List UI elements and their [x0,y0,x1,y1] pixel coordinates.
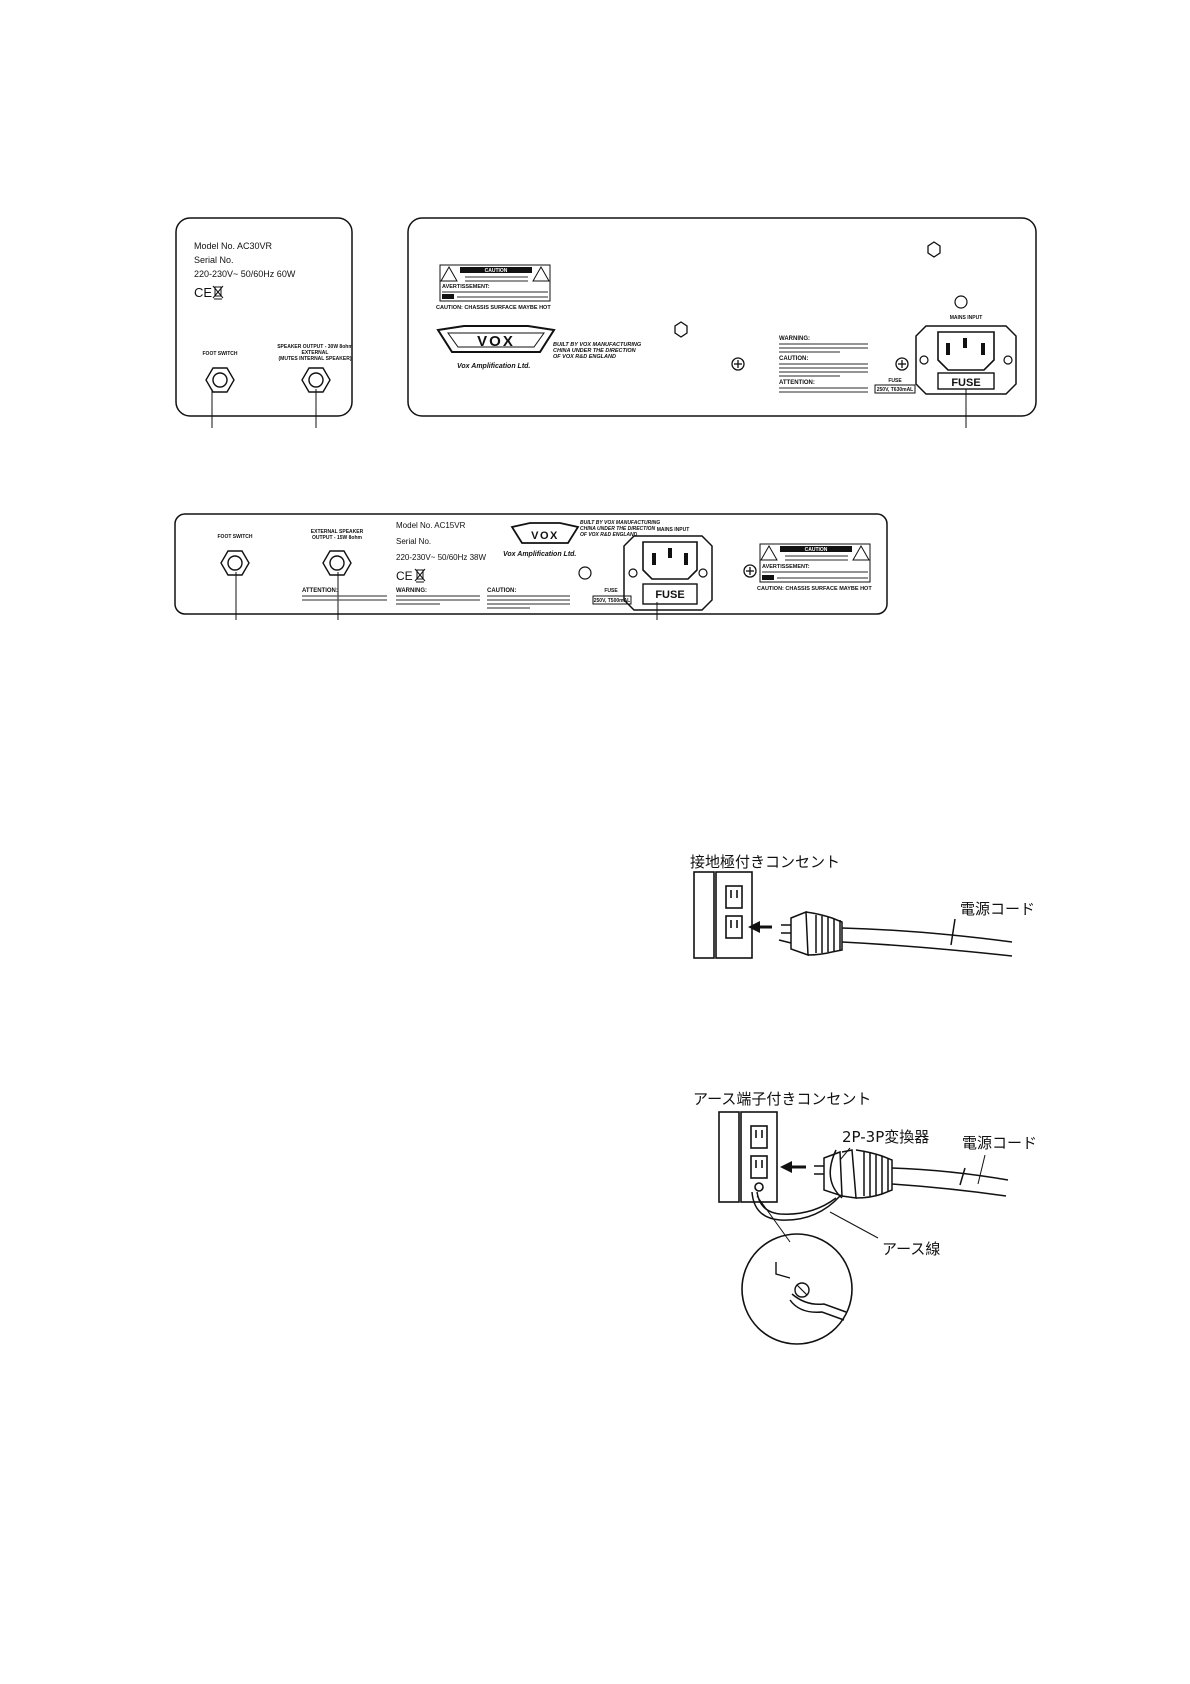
ac15-mains-input-label: MAINS INPUT [657,527,690,533]
ac30-rating-label: 220-230V~ 50/60Hz 60W [194,269,296,279]
ac15-rear-panel: FOOT SWITCH EXTERNAL SPEAKER OUTPUT - 15… [174,513,888,620]
ac15-rating-label: 220-230V~ 50/60Hz 38W [396,553,487,562]
iec-power-inlet: FUSE [915,325,1017,395]
ac15-fuse-drawer-label: FUSE [655,589,684,601]
indicator-hole [578,566,592,580]
three-prong-plug-icon [778,910,843,957]
zoom-leader-line [756,1195,791,1243]
caution-title: CAUTION [485,268,508,274]
hex-bolt-icon [927,241,941,258]
ac30-rear-panel: CAUTION AVERTISSEMENT: CAUTION: CHASSIS … [407,217,1037,428]
fuse-drawer-label: FUSE [951,377,980,389]
caution-label-box: CAUTION AVERTISSEMENT: [439,264,551,302]
grounded-outlet-title: 接地極付きコンセント [690,853,840,871]
ac30-ce-mark: CE [194,285,212,300]
callout-line [977,1154,986,1185]
power-cord-line [841,918,1013,957]
weee-bin-icon [414,568,426,583]
ac30-speaker-output-label-3: (MUTES INTERNAL SPEAKER) [279,356,352,362]
ac30-speaker-output-jack [301,367,331,393]
built-by-line-3: OF VOX R&D ENGLAND [553,354,616,360]
ac15-ext-speaker-label-1: EXTERNAL SPEAKER [311,529,364,535]
vox-logo: VOX [436,325,556,353]
ac15-ext-speaker-jack [322,550,352,576]
adapter-label: 2P-3P変換器 [842,1128,929,1146]
built-by-line-1: BUILT BY VOX MANUFACTURING [553,342,642,348]
power-cord-line [891,1167,1009,1197]
ac15-foot-switch-jack [220,550,250,576]
fuse-rating-box [592,595,632,605]
warning-title: WARNING: [779,336,810,342]
earth-outlet-illustration: アース端子付きコンセント 2P- [693,1090,1037,1345]
ac15-built-by-line-2: CHINA UNDER THE DIRECTION [580,526,655,532]
earth-wire-line [751,1191,841,1221]
ac30-foot-switch-jack [205,367,235,393]
caution-label-box: CAUTION AVERTISSEMENT: [759,543,871,583]
ac30-serial-label: Serial No. [194,255,234,265]
ac15-ce-mark: CE [396,569,413,583]
screw-icon [895,357,909,371]
vox-company-name: Vox Amplification Ltd. [457,363,530,370]
ac15-warning-label: WARNING: [396,588,427,594]
caution-label: CAUTION: [779,356,808,362]
vox-logo-text: VOX [531,530,559,542]
ac15-avertissement-label: AVERTISSEMENT: [762,564,810,570]
ac30-foot-switch-label: FOOT SWITCH [203,351,238,357]
ac30-speaker-output-label-1: SPEAKER OUTPUT - 30W 8ohm [277,344,353,350]
vox-logo-text: VOX [477,333,515,350]
fuse-rating: 250V, T630mAL [877,387,914,393]
mains-input-label: MAINS INPUT [950,315,983,321]
grounded-power-cord-label: 電源コード [960,900,1035,918]
avertissement-label: AVERTISSEMENT: [442,284,490,290]
earth-power-cord-label: 電源コード [962,1134,1037,1152]
ac15-caution-title: CAUTION [805,547,828,553]
ac30-side-panel: Model No. AC30VR Serial No. 220-230V~ 50… [175,217,353,428]
earth-outlet-title: アース端子付きコンセント [693,1090,871,1108]
wall-outlet-icon [693,871,753,959]
attention-label: ATTENTION: [779,380,815,386]
warning-triangle-icon [440,265,550,282]
ac30-speaker-output-label-2: EXTERNAL [302,350,329,356]
arrow-left-icon [780,1161,806,1173]
built-by-line-2: CHINA UNDER THE DIRECTION [553,348,637,354]
ac15-caution-chassis-hot: CAUTION: CHASSIS SURFACE MAYBE HOT [757,586,872,592]
hex-bolt-icon [674,321,688,338]
fuse-rating-box [874,384,916,394]
ac30-model-label: Model No. AC30VR [194,241,273,251]
grounded-outlet-illustration: 接地極付きコンセント 電源コード [690,853,1035,959]
ac15-company-name: Vox Amplification Ltd. [503,551,576,558]
ac15-ext-speaker-label-2: OUTPUT - 15W 8ohm [312,535,363,541]
earth-terminal-detail-circle [741,1233,853,1345]
caution-chassis-hot: CAUTION: CHASSIS SURFACE MAYBE HOT [436,305,551,311]
weee-bin-icon [212,285,224,300]
ac15-caution-label: CAUTION: [487,588,516,594]
wall-outlet-icon [718,1111,778,1203]
indicator-hole [954,295,968,309]
fuse-label: FUSE [888,378,902,384]
ac15-fuse-label: FUSE [604,588,618,594]
ac15-serial-label: Serial No. [396,537,431,546]
arrow-left-icon [748,921,772,933]
earth-wire-label: アース線 [882,1240,940,1258]
ac15-built-by-line-1: BUILT BY VOX MANUFACTURING [580,520,660,526]
ac15-built-by-line-3: OF VOX R&D ENGLAND [580,532,638,538]
ac15-model-label: Model No. AC15VR [396,521,466,530]
ac15-foot-switch-label: FOOT SWITCH [218,534,253,540]
warning-triangle-icon [760,544,870,561]
screw-icon [743,564,757,578]
vox-logo: VOX [510,522,580,544]
ac15-attention-label: ATTENTION: [302,588,338,594]
callout-line [839,1147,851,1161]
callout-line [829,1211,879,1239]
iec-power-inlet: FUSE [623,535,713,611]
adapter-plug-icon [814,1149,893,1199]
screw-icon [731,357,745,371]
ac15-fuse-rating: 250V, T500mAL [594,598,631,604]
ac30-warning-block: WARNING: CAUTION: ATTENTION: [779,336,868,393]
